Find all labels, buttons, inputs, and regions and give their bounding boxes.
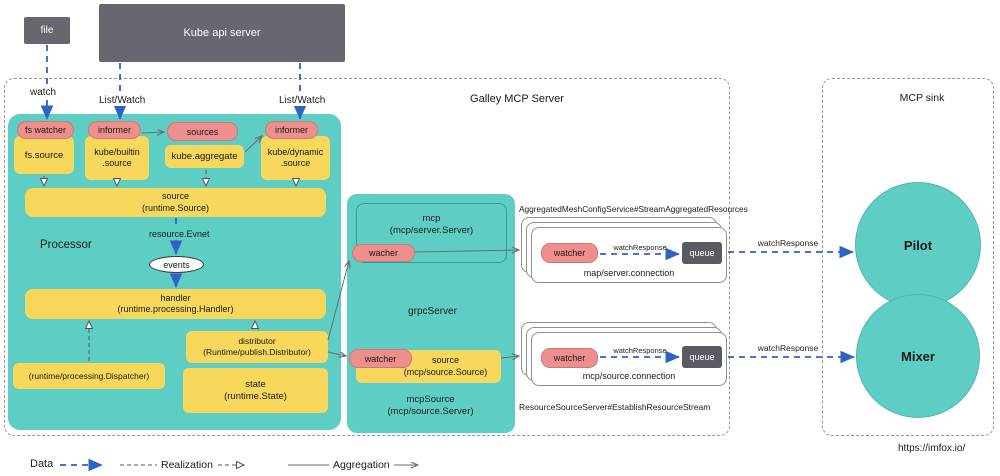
watch-response-label-mixer: watchResponse [757, 343, 819, 353]
runtime-source-node: source (runtime.Source) [25, 188, 326, 217]
mcp-source-server-label: mcpSource (mcp/source.Server) [387, 394, 474, 417]
mixer-node: Mixer [856, 294, 980, 418]
handler-node: handler (runtime.processing.Handler) [25, 289, 326, 319]
mcp-sink-title: MCP sink [899, 92, 945, 104]
grpc-server-label: grpcServer [408, 306, 457, 317]
source-connection-stack: watcher queue mcp/source.connection [531, 332, 727, 386]
fs-source-node: fs.source [14, 136, 74, 174]
processor-title: Processor [40, 239, 92, 251]
dispatcher-node: (runtime/processing.Dispatcher) [13, 363, 165, 389]
source-connection-label: mcp/source.connection [582, 371, 676, 381]
server-connection-stack: watcher queue map/server.connection [531, 227, 727, 283]
wacher-badge: wacher [352, 244, 415, 262]
server-connection-label: map/server.connection [583, 268, 675, 278]
watcher-badge-server-conn: watcher [541, 243, 598, 263]
galley-mcp-server-title: Galley MCP Server [470, 93, 564, 105]
fs-watcher-badge: fs watcher [17, 121, 74, 139]
galley-mcp-server-container [4, 78, 730, 436]
queue-node-server: queue [682, 242, 722, 264]
watch-arrow-label: watch [27, 87, 60, 98]
resource-event-label: resource.Evnet [147, 229, 212, 239]
aggregated-service-label: AggregatedMeshConfigService#StreamAggreg… [519, 204, 748, 214]
informer-badge-builtin: informer [88, 121, 141, 139]
legend-aggregation-label: Aggregation [333, 459, 390, 471]
kube-api-server-node: Kube api server [99, 4, 345, 62]
file-node: file [24, 17, 70, 44]
kube-builtin-source-node: kube/builtin .source [85, 136, 149, 180]
sources-badge: sources [167, 122, 238, 141]
list-watch-label-2: List/Watch [276, 95, 329, 106]
mcp-sink-container [822, 78, 994, 436]
state-node: state (runtime.State) [183, 368, 328, 413]
legend-data-label: Data [30, 458, 54, 470]
events-node: events [149, 256, 204, 273]
kube-aggregate-node: kube.aggregate [165, 145, 244, 168]
list-watch-label-1: List/Watch [96, 95, 149, 106]
mcp-server-node: mcp (mcp/server.Server) [356, 203, 507, 263]
distributor-node: distributor (Runtime/publish.Distributor… [186, 331, 328, 363]
resource-service-label: ResourceSourceServer#EstablishResourceSt… [519, 402, 711, 412]
queue-node-source: queue [682, 346, 722, 368]
pilot-node: Pilot [855, 182, 981, 308]
watch-response-label-pilot: watchResponse [757, 238, 819, 248]
watcher-badge-mid: watcher [349, 349, 412, 368]
kube-dynamic-source-node: kube/dynamic .source [261, 136, 330, 180]
legend-realization-label: Realization [161, 459, 213, 471]
footer-url: https://imfox.io/ [898, 443, 966, 454]
informer-badge-dynamic: informer [265, 121, 318, 139]
watcher-badge-source-conn: watcher [541, 348, 598, 368]
